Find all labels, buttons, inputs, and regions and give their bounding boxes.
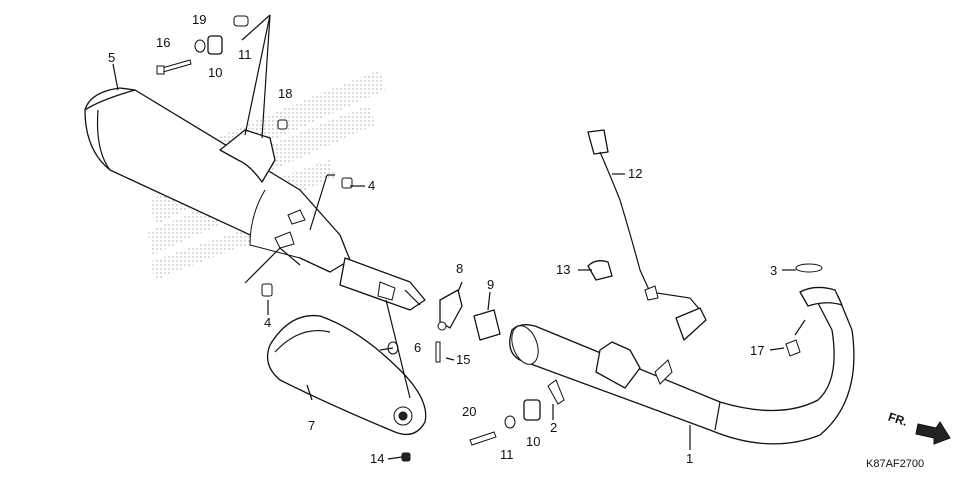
diagram-reference-code: K87AF2700: [866, 458, 924, 470]
hardware-parts: [156, 15, 801, 462]
callout-14: 14: [370, 451, 384, 466]
callout-11-upper: 11: [238, 47, 252, 62]
callout-10-upper: 10: [208, 65, 222, 80]
front-direction-marker: FR.: [886, 410, 951, 445]
callout-20: 20: [462, 404, 476, 419]
front-direction-text: FR.: [886, 410, 909, 429]
callout-18: 18: [278, 86, 292, 101]
callout-2: 2: [550, 420, 557, 435]
callout-8: 8: [456, 261, 463, 276]
callout-3: 3: [770, 263, 777, 278]
callout-13: 13: [556, 262, 570, 277]
muffler-protector-part: [266, 314, 427, 436]
clamp-part: [587, 260, 613, 281]
callout-10-lower: 10: [526, 434, 540, 449]
callout-12: 12: [628, 166, 642, 181]
callout-9: 9: [487, 277, 494, 292]
callout-6: 6: [414, 340, 421, 355]
callout-15: 15: [456, 352, 470, 367]
callout-19: 19: [192, 12, 206, 27]
callout-4-upper: 4: [368, 178, 375, 193]
exhaust-pipe-part: [509, 286, 855, 445]
callout-7: 7: [308, 418, 315, 433]
gasket-part: [795, 263, 823, 273]
callout-16: 16: [156, 35, 170, 50]
o2-sensor-part: [587, 129, 707, 341]
leader-lines: [112, 14, 806, 460]
callout-11-lower: 11: [500, 447, 514, 462]
band-part: [437, 289, 463, 331]
muffler-part: [84, 87, 426, 311]
callout-4-lower: 4: [264, 315, 271, 330]
sleeve-part: [473, 309, 501, 341]
callout-5: 5: [108, 50, 115, 65]
callout-17: 17: [750, 343, 764, 358]
callout-1: 1: [686, 451, 693, 466]
